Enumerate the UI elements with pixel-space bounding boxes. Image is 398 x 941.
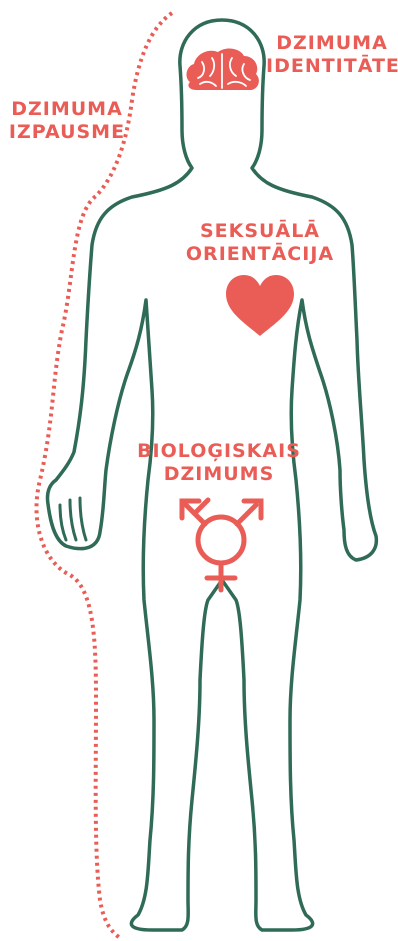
heart-icon [226,275,294,336]
label-biological-sex-line1: BIOLOĢISKAIS [136,440,302,463]
label-gender-identity-line1: DZIMUMA [266,32,398,55]
label-sexual-orientation-line2: ORIENTĀCIJA [180,243,340,266]
label-gender-expression: DZIMUMA IZPAUSME [0,98,134,144]
label-sexual-orientation: SEKSUĀLĀ ORIENTĀCIJA [180,220,340,266]
label-sexual-orientation-line1: SEKSUĀLĀ [180,220,340,243]
label-gender-identity: DZIMUMA IDENTITĀTE [266,32,398,78]
brain-icon [187,49,259,90]
label-gender-identity-line2: IDENTITĀTE [266,55,398,78]
label-biological-sex-line2: DZIMUMS [136,463,302,486]
label-gender-expression-line2: IZPAUSME [0,121,134,144]
hand-fingers [60,498,86,540]
transgender-symbol-icon [182,500,261,590]
label-gender-expression-line1: DZIMUMA [0,98,134,121]
label-biological-sex: BIOLOĢISKAIS DZIMUMS [136,440,302,486]
